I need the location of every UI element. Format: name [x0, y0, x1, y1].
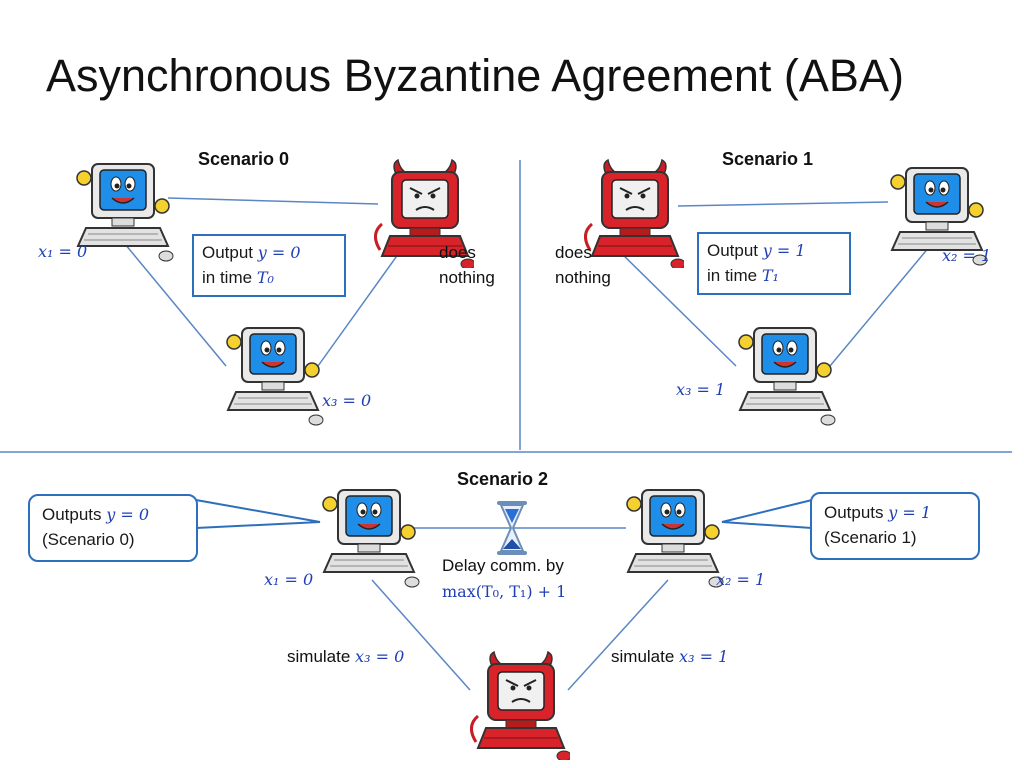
s1-link-p2-p3	[829, 239, 936, 367]
s2-delay-line1: Delay comm. by	[442, 556, 564, 575]
s2-simulate-left-text: simulate	[287, 647, 351, 666]
honest-computer-icon	[738, 327, 836, 426]
s1-output-box: Output y = 1 in time T₁	[697, 232, 851, 295]
s2-right-callout-math: y = 1	[888, 503, 932, 522]
s0-time-math: T₀	[256, 268, 274, 287]
byzantine-devil-computer-icon	[584, 158, 684, 268]
left-callout-pointer	[195, 499, 321, 529]
s0-output-box: Output y = 0 in time T₀	[192, 234, 346, 297]
slide-title: Asynchronous Byzantine Agreement (ABA)	[46, 50, 904, 101]
s2-simulate-right-math: x₃ = 1	[679, 647, 729, 666]
honest-computer-icon	[226, 327, 324, 426]
s2-left-callout-line2: (Scenario 0)	[42, 530, 135, 549]
byzantine-devil-computer-icon	[470, 650, 570, 760]
s1-byz-label-line1: does	[555, 243, 592, 262]
s0-link-p1-p3	[119, 237, 227, 367]
s1-time-text: in time	[707, 266, 758, 285]
s2-x1-label: x₁ = 0	[264, 570, 314, 589]
s0-time-text: in time	[202, 268, 253, 287]
s0-link-p1-byz	[167, 197, 379, 205]
hourglass-icon	[496, 500, 528, 556]
honest-computer-icon	[76, 163, 174, 262]
s2-left-callout-text: Outputs	[42, 505, 102, 524]
s2-link-p1-byz	[371, 579, 471, 691]
honest-computer-icon	[626, 489, 724, 588]
s1-x3-label: x₃ = 1	[676, 380, 726, 399]
s2-right-callout-text: Outputs	[824, 503, 884, 522]
s2-simulate-left: simulate x₃ = 0	[287, 645, 404, 669]
scenario1-heading: Scenario 1	[722, 149, 814, 169]
scenario2-heading: Scenario 2	[457, 469, 549, 489]
s2-right-callout: Outputs y = 1 (Scenario 1)	[810, 492, 980, 560]
s0-byz-label-line1: does	[439, 243, 476, 262]
s2-link-p2-byz	[567, 579, 669, 691]
s0-output-math: y = 0	[257, 243, 301, 262]
s2-left-callout: Outputs y = 0 (Scenario 0)	[28, 494, 198, 562]
s0-x3-label: x₃ = 0	[322, 391, 372, 410]
s1-link-byz-p2	[677, 201, 889, 207]
s2-simulate-right-text: simulate	[611, 647, 675, 666]
s2-x2-label: x₂ = 1	[716, 570, 766, 589]
s0-link-byz-p3	[317, 245, 405, 367]
s2-left-callout-math: y = 0	[106, 505, 150, 524]
honest-computer-icon	[322, 489, 420, 588]
s2-delay-line2: max(T₀, T₁) + 1	[442, 582, 567, 601]
s1-output-text: Output	[707, 241, 759, 260]
s2-right-callout-line2: (Scenario 1)	[824, 528, 917, 547]
s0-output-text: Output	[202, 243, 254, 262]
s1-output-math: y = 1	[762, 241, 806, 260]
s1-time-math: T₁	[761, 266, 779, 285]
scenario0-heading: Scenario 0	[198, 149, 290, 169]
s2-simulate-right: simulate x₃ = 1	[611, 645, 728, 669]
s1-byz-label-line2: nothing	[555, 268, 611, 287]
s0-x1-label: x₁ = 0	[38, 242, 88, 261]
right-callout-pointer	[721, 499, 813, 529]
s1-link-byz-p3	[615, 247, 737, 367]
s1-x2-label: x₂ = 1	[942, 246, 992, 265]
s2-simulate-left-math: x₃ = 0	[355, 647, 405, 666]
s0-byz-label-line2: nothing	[439, 268, 495, 287]
